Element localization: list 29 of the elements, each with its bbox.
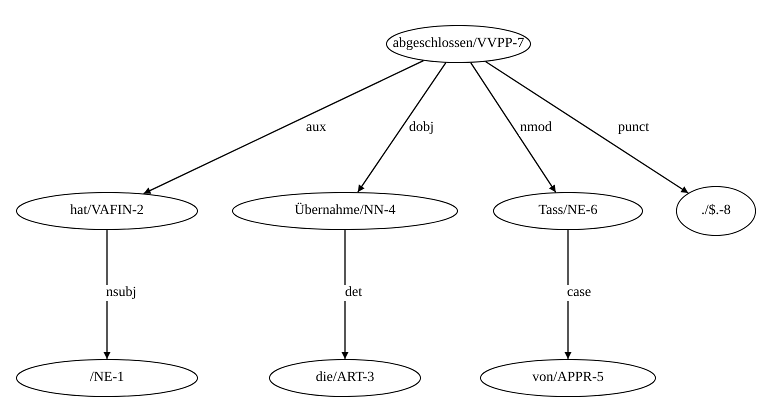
node-label: die/ART-3 [316,370,374,386]
arrow [143,60,424,194]
node-label: ./$.-8 [701,203,731,219]
arrow [357,62,446,192]
node-label: hat/VAFIN-2 [70,203,144,219]
node-label: abgeschlossen/VVPP-7 [392,36,524,52]
node-ellipse [16,359,198,397]
arrow [342,230,348,359]
arrow [470,62,556,193]
node-ellipse [16,192,198,230]
edge-label: nsubj [105,285,138,301]
node-ellipse [480,359,656,397]
node-label: Übernahme/NN-4 [294,203,396,219]
edge-label: nmod [519,120,553,136]
node-ellipse [493,192,643,230]
arrow [564,230,572,359]
node-ellipse [269,359,421,397]
node-label: Tass/NE-6 [538,203,598,219]
node-ellipse [232,192,458,230]
arrow [104,230,110,359]
edge-label: case [566,285,592,301]
edge-label: dobj [408,120,435,136]
node-ellipse [386,25,531,63]
edge-label: punct [617,120,650,136]
node-label: von/APPR-5 [532,370,604,386]
node-ellipse [676,186,756,236]
edge-label: det [344,285,364,301]
node-label: /NE-1 [90,370,124,386]
arrow [485,61,689,194]
